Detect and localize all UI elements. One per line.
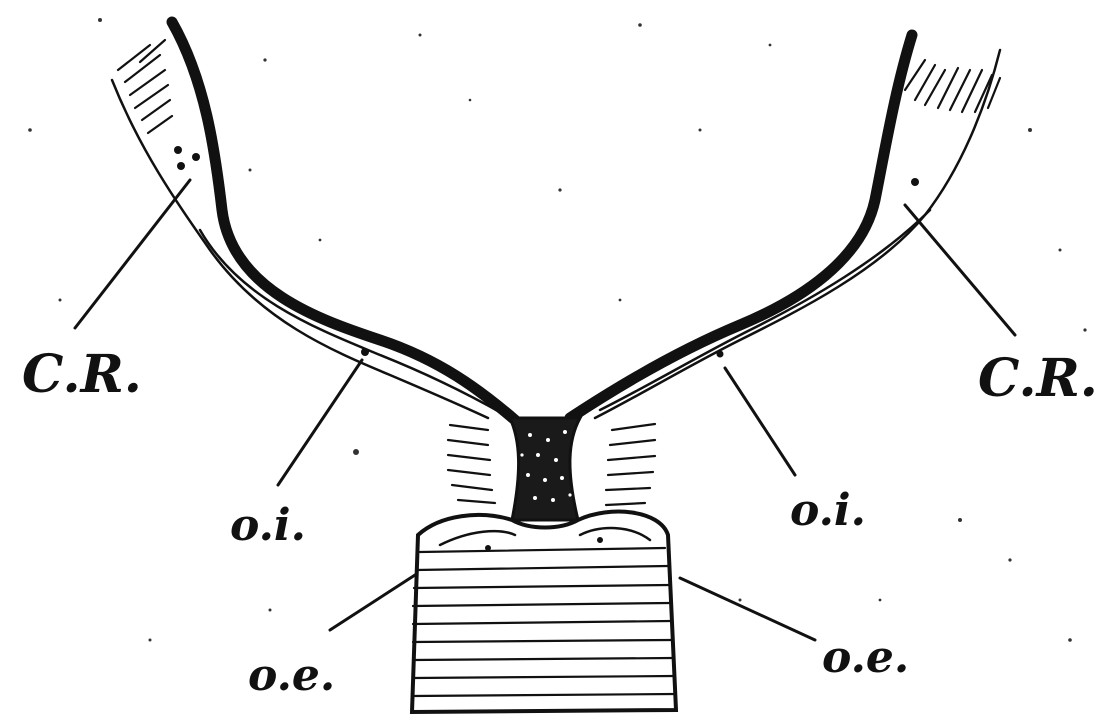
leader-oe-right xyxy=(680,578,815,640)
leader-cr-left xyxy=(75,180,190,328)
label-cr-left: C.R. xyxy=(22,344,142,405)
label-oe-left: o.e. xyxy=(248,650,335,701)
leader-cr-right xyxy=(905,205,1015,335)
label-oi-right: o.i. xyxy=(790,485,866,536)
lower-striated-block xyxy=(412,512,676,712)
label-oi-left: o.i. xyxy=(230,500,306,551)
leader-oi-left xyxy=(278,360,362,485)
leader-oi-right xyxy=(725,368,795,475)
leader-oe-left xyxy=(330,575,415,630)
label-oe-right: o.e. xyxy=(822,632,909,683)
right-cartilage-limb xyxy=(570,35,1000,418)
label-cr-right: C.R. xyxy=(978,348,1098,409)
left-cartilage-limb xyxy=(112,22,515,420)
central-stalk xyxy=(448,418,655,520)
